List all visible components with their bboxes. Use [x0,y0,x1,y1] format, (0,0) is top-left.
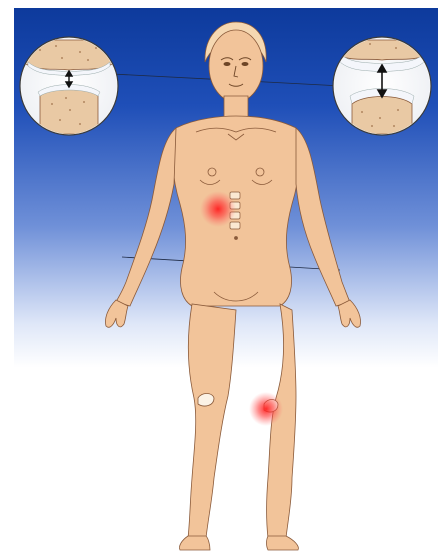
torso [173,116,300,306]
joint-inset-left [20,37,118,135]
pain-spot-knee [249,392,283,426]
neck [224,96,248,118]
pain-spot-spine [200,191,236,227]
joint-inset-right [333,37,431,135]
